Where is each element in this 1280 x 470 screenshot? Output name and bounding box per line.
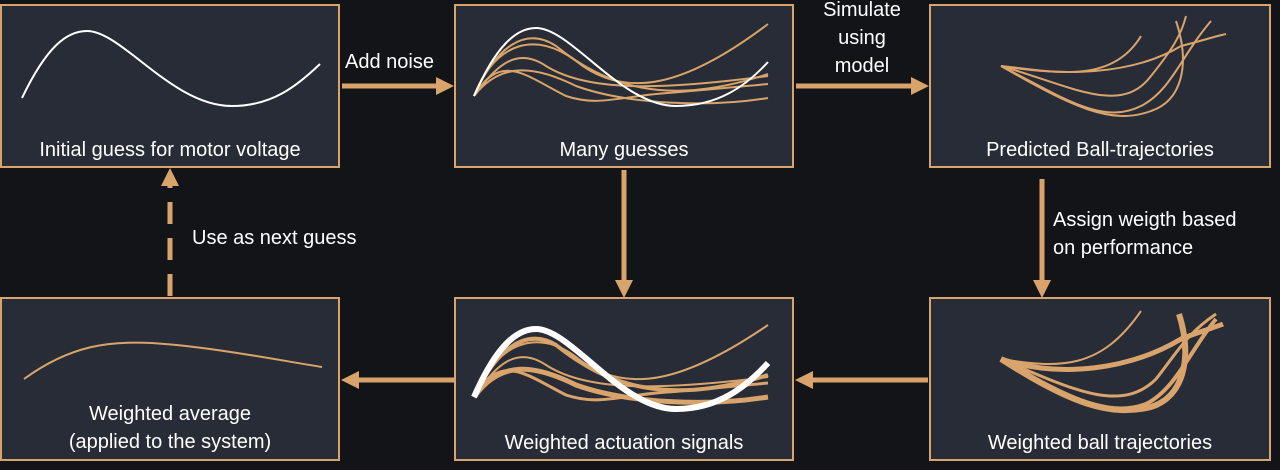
initial-guess-caption: Initial guess for motor voltage [39,139,301,161]
box-weighted-actuation-signals: Weighted actuation signals [454,297,794,461]
weighted-signals-caption: Weighted actuation signals [504,432,744,454]
box-initial-guess: Initial guess for motor voltage [0,4,340,168]
label-assign-line1: Assign weigth based [1053,209,1237,231]
predicted-trajectories-plot [1000,15,1227,117]
many-guesses-caption: Many guesses [559,139,689,161]
weighted-signal-3 [473,355,769,398]
weighted-signals-plot [471,324,771,413]
label-simulate-line2: using [838,27,886,49]
trajectory-5 [1000,20,1184,117]
arrow-simulate-head [911,77,929,95]
weighted-trajectory-5 [999,313,1189,414]
arrow-assign-weight-head [1033,280,1051,298]
arrow-down-center-head [615,280,633,298]
label-next-guess: Use as next guess [192,227,357,249]
weighted-signal-5 [472,369,769,402]
arrow-next-guess-head [161,168,179,186]
weighted-trajectory-1 [1000,310,1142,366]
arrow-add-noise-head [436,77,454,95]
trajectory-2 [1000,33,1227,73]
initial-guess-plot [21,29,321,108]
weighted-trajectories-caption: Weighted ball trajectories [987,432,1213,454]
box-weighted-ball-trajectories: Weighted ball trajectories [929,297,1271,461]
many-guesses-plot [473,23,769,108]
guess-curve-5 [473,69,769,102]
weighted-average-caption-line2: (applied to the system) [68,431,272,453]
weighted-average-caption-line1: Weighted average [89,403,251,425]
box-predicted-trajectories: Predicted Ball-trajectories [929,4,1271,168]
box-many-guesses: Many guesses [454,4,794,168]
trajectory-3 [1000,15,1187,97]
initial-voltage-curve [21,29,321,108]
arrow-left-left-pair-head [341,371,359,389]
predicted-trajectories-caption: Predicted Ball-trajectories [986,139,1214,161]
weighted-trajectory-3 [1000,312,1217,398]
original-voltage-curve [473,26,769,108]
label-assign-line2: on performance [1053,237,1194,259]
box-weighted-average: Weighted average (applied to the system) [0,297,340,461]
guess-curve-3 [473,56,769,97]
label-simulate-line3: model [834,55,890,77]
guess-curve-4 [473,69,769,105]
weighted-original-signal [471,325,771,413]
weighted-average-curve [23,341,323,380]
weighted-trajectories-plot [999,310,1224,414]
label-simulate-line1: Simulate [823,0,901,21]
label-add-noise: Add noise [345,51,434,73]
weighted-average-plot [23,341,323,380]
arrow-left-right-pair-head [795,371,813,389]
